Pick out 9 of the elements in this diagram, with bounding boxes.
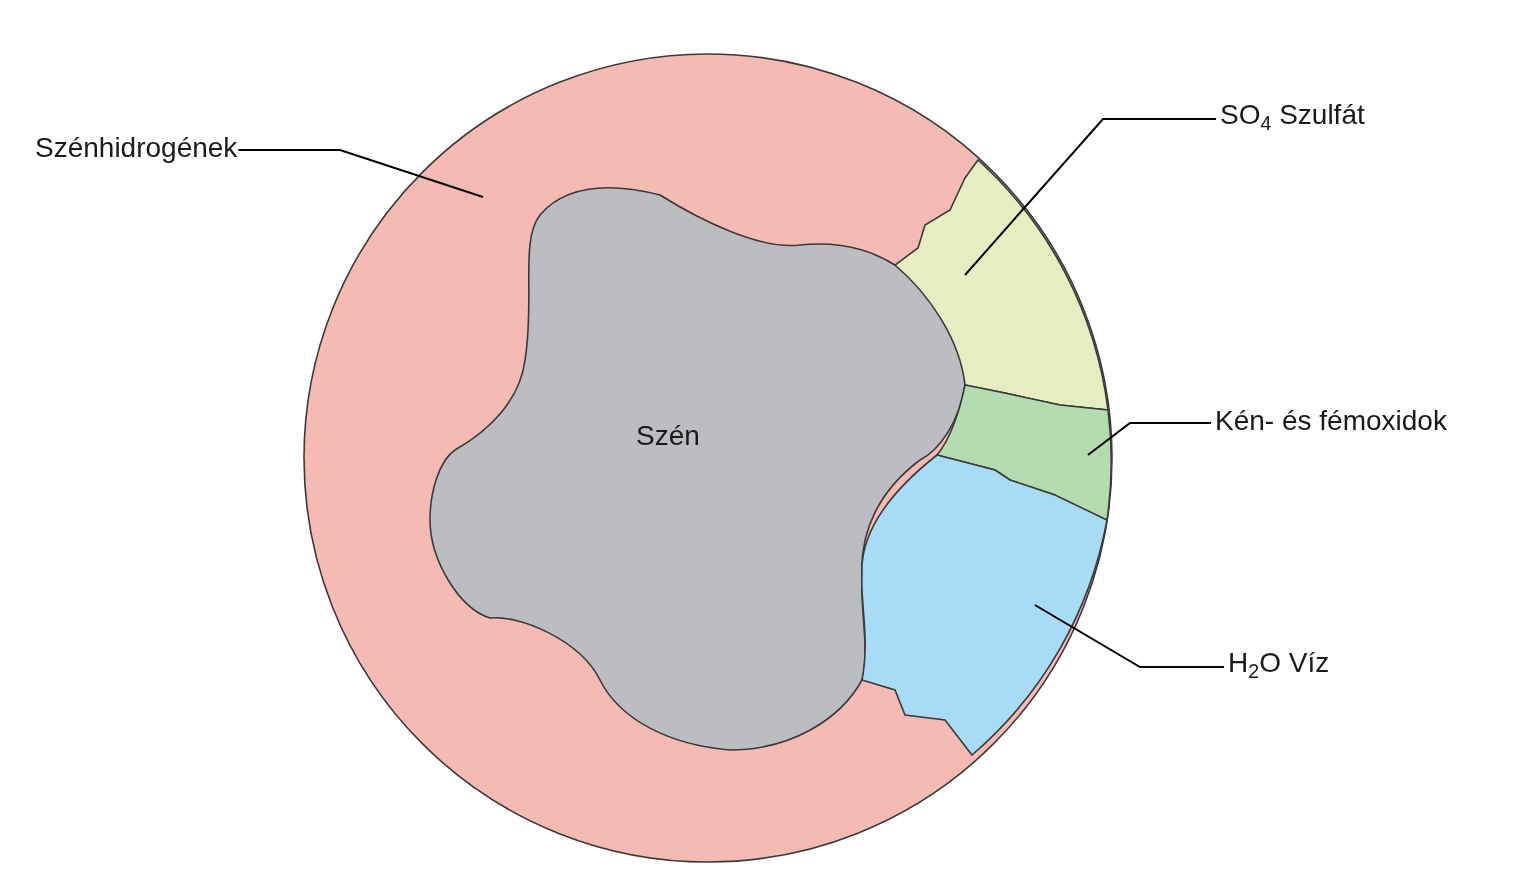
leader-line (964, 118, 1217, 276)
callout-label: H$_{2}$O Víz (1228, 647, 1330, 683)
leader-line (237, 149, 484, 199)
leader-line (1086, 422, 1212, 456)
region-label: Szén (636, 420, 700, 452)
leader-line (1033, 604, 1225, 668)
callout-label: SO$_{4}$ Szulfát (1220, 99, 1365, 135)
callout-label: Kén- és fémoxidok (1215, 405, 1447, 437)
callout-label: Szénhidrogének (35, 132, 238, 164)
